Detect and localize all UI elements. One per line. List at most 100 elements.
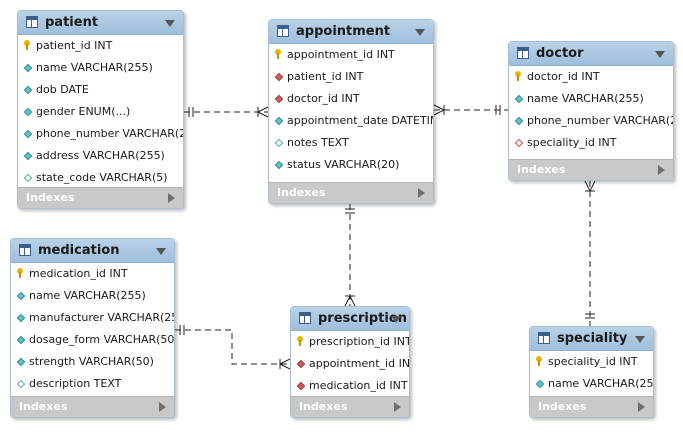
indexes-section[interactable]: Indexes — [291, 396, 409, 417]
column-row[interactable]: patient_id INT — [269, 66, 433, 88]
column-list: appointment_id INT patient_id INT doctor_i… — [269, 44, 433, 176]
column-icon — [274, 116, 284, 126]
table-icon — [277, 25, 289, 37]
column-row[interactable]: prescription_id INT — [291, 331, 409, 353]
expand-indexes-icon[interactable] — [418, 188, 425, 198]
table-header[interactable]: speciality — [530, 327, 653, 351]
table-icon — [19, 244, 31, 256]
link-patient-appointment[interactable] — [184, 106, 269, 118]
expand-indexes-icon[interactable] — [658, 165, 665, 175]
column-label: phone_number VARCHAR(20) — [36, 127, 184, 140]
indexes-label: Indexes — [26, 191, 75, 204]
column-row[interactable]: appointment_id INT — [269, 44, 433, 66]
column-icon — [23, 151, 33, 161]
table-icon — [517, 47, 529, 59]
table-title: patient — [45, 15, 99, 30]
column-row[interactable]: appointment_date DATETIME — [269, 110, 433, 132]
table-title: medication — [38, 243, 120, 258]
table-icon — [26, 16, 38, 28]
column-icon — [514, 94, 524, 104]
table-icon — [538, 332, 550, 344]
table-appointment[interactable]: appointment appointment_id INT patient_id… — [268, 19, 434, 204]
column-row[interactable]: manufacturer VARCHAR(255) — [11, 307, 174, 329]
expand-indexes-icon[interactable] — [394, 402, 401, 412]
link-appointment-doctor[interactable] — [433, 104, 508, 116]
column-row[interactable]: notes TEXT — [269, 132, 433, 154]
column-row[interactable]: medication_id INT — [291, 375, 409, 397]
indexes-label: Indexes — [538, 400, 587, 413]
column-row[interactable]: dosage_form VARCHAR(50) — [11, 329, 174, 351]
column-row[interactable]: strength VARCHAR(50) — [11, 351, 174, 373]
column-row[interactable]: medication_id INT — [11, 263, 174, 285]
expand-indexes-icon[interactable] — [168, 193, 175, 203]
primary-key-icon — [297, 336, 303, 346]
indexes-section[interactable]: Indexes — [509, 159, 673, 180]
column-row[interactable]: state_code VARCHAR(5) — [18, 167, 183, 189]
column-label: patient_id INT — [287, 70, 364, 83]
column-label: patient_id INT — [36, 39, 113, 52]
column-row[interactable]: doctor_id INT — [509, 66, 673, 88]
foreign-key-icon — [274, 94, 284, 104]
indexes-section[interactable]: Indexes — [269, 182, 433, 203]
expand-indexes-icon[interactable] — [638, 402, 645, 412]
column-row[interactable]: address VARCHAR(255) — [18, 145, 183, 167]
indexes-section[interactable]: Indexes — [11, 396, 174, 417]
indexes-section[interactable]: Indexes — [18, 187, 183, 208]
column-row[interactable]: name VARCHAR(255) — [509, 88, 673, 110]
primary-key-icon — [515, 71, 521, 81]
table-title: appointment — [296, 24, 391, 39]
column-row[interactable]: name VARCHAR(255) — [11, 285, 174, 307]
column-label: manufacturer VARCHAR(255) — [29, 311, 175, 324]
column-row[interactable]: description TEXT — [11, 373, 174, 395]
collapse-toggle-icon[interactable] — [635, 336, 645, 343]
collapse-toggle-icon[interactable] — [415, 29, 425, 36]
column-row[interactable]: appointment_id INT — [291, 353, 409, 375]
table-header[interactable]: prescription — [291, 307, 409, 331]
column-label: dob DATE — [36, 83, 89, 96]
column-row[interactable]: phone_number VARCHAR(20) — [18, 123, 183, 145]
column-label: phone_number VARCHAR(20) — [527, 114, 674, 127]
table-header[interactable]: medication — [11, 239, 174, 263]
collapse-toggle-icon[interactable] — [655, 51, 665, 58]
indexes-label: Indexes — [299, 400, 348, 413]
collapse-toggle-icon[interactable] — [156, 248, 166, 255]
expand-indexes-icon[interactable] — [159, 402, 166, 412]
column-row[interactable]: dob DATE — [18, 79, 183, 101]
collapse-toggle-icon[interactable] — [391, 316, 401, 323]
indexes-section[interactable]: Indexes — [530, 396, 653, 417]
column-row[interactable]: doctor_id INT — [269, 88, 433, 110]
column-row[interactable]: name VARCHAR(255) — [18, 57, 183, 79]
primary-key-icon — [536, 356, 542, 366]
column-row[interactable]: patient_id INT — [18, 35, 183, 57]
column-row[interactable]: phone_number VARCHAR(20) — [509, 110, 673, 132]
column-label: notes TEXT — [287, 136, 349, 149]
link-medication-prescription[interactable] — [175, 325, 291, 370]
table-header[interactable]: appointment — [269, 20, 433, 44]
nullable-column-icon — [16, 379, 26, 389]
column-icon — [16, 291, 26, 301]
column-label: status VARCHAR(20) — [287, 158, 400, 171]
table-header[interactable]: doctor — [509, 42, 673, 66]
indexes-label: Indexes — [19, 400, 68, 413]
column-row[interactable]: speciality_id INT — [530, 351, 653, 373]
table-patient[interactable]: patient patient_id INT name VARCHAR(255) d… — [17, 10, 184, 209]
column-row[interactable]: speciality_id INT — [509, 132, 673, 154]
column-icon — [23, 85, 33, 95]
column-icon — [274, 160, 284, 170]
link-doctor-speciality[interactable] — [584, 180, 596, 326]
column-label: strength VARCHAR(50) — [29, 355, 154, 368]
column-row[interactable]: name VARCHAR(255) — [530, 373, 653, 395]
column-icon — [23, 129, 33, 139]
column-row[interactable]: status VARCHAR(20) — [269, 154, 433, 176]
table-header[interactable]: patient — [18, 11, 183, 35]
column-row[interactable]: gender ENUM(...) — [18, 101, 183, 123]
collapse-toggle-icon[interactable] — [165, 20, 175, 27]
link-appointment-prescription[interactable] — [344, 204, 356, 307]
